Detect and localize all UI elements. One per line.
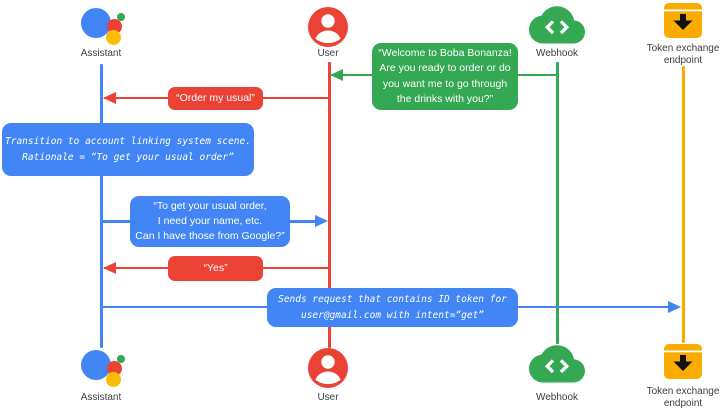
note-transition-account-linking: Transition to account linking system sce… (2, 123, 254, 176)
webhook-label-bottom: Webhook (535, 392, 579, 403)
get-usual-order-arrowhead-icon (315, 215, 328, 227)
user-label-bottom: User (317, 392, 339, 403)
message-get-usual-order: “To get your usual order, I need your na… (130, 196, 290, 247)
message-welcome: “Welcome to Boba Bonanza! Are you ready … (372, 43, 518, 110)
webhook-lifeline (555, 62, 559, 344)
user-icon-bottom (308, 348, 348, 393)
order-usual-arrowhead-icon (103, 91, 116, 104)
assistant-lifeline (99, 64, 103, 348)
assistant-label-top: Assistant (80, 48, 122, 59)
welcome-arrow-line (330, 73, 372, 77)
user-label-top: User (317, 48, 339, 59)
webhook-cloud-icon (529, 6, 585, 49)
token-endpoint-inbox-icon (664, 3, 702, 43)
token-endpoint-inbox-icon-bottom (664, 344, 702, 384)
webhook-cloud-icon-bottom (529, 345, 585, 388)
token-endpoint-label-bottom: Token exchange endpoint (646, 386, 720, 409)
welcome-arrowhead-icon (330, 68, 343, 81)
token-endpoint-lifeline (681, 66, 685, 343)
message-yes: “Yes” (168, 256, 263, 281)
note-sends-request-id-token: Sends request that contains ID token for… (267, 288, 518, 327)
yes-arrowhead-icon (103, 261, 116, 274)
user-lifeline (327, 62, 331, 348)
welcome-source-line (518, 73, 557, 77)
message-order-usual: “Order my usual” (168, 87, 263, 110)
google-assistant-icon-bottom (77, 346, 125, 390)
user-icon (308, 7, 348, 52)
assistant-label-bottom: Assistant (80, 392, 122, 403)
google-assistant-icon (77, 4, 125, 48)
webhook-label-top: Webhook (535, 48, 579, 59)
token-endpoint-label-top: Token exchange endpoint (646, 43, 720, 66)
sends-request-arrowhead-icon (668, 300, 681, 313)
